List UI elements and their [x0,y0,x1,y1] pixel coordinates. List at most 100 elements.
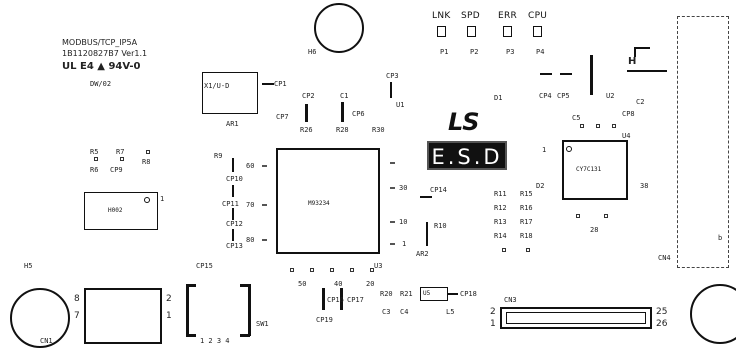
cn4-label: CN4 [658,254,671,262]
u4-pin-28: 28 [590,226,599,234]
oscillator [202,72,258,114]
cn1-connector [84,288,162,344]
cp15-label: CP15 [196,262,213,270]
cn3-pin-1: 1 [490,319,496,329]
r7-label: R7 [116,148,125,156]
c1-label: C1 [340,92,349,100]
pad [576,214,580,218]
sw-bracket-top-r [240,284,250,287]
cp9-label: CP9 [110,166,123,174]
ar2-label: AR2 [416,250,429,258]
h-marker-line-2 [634,47,650,49]
r-mark-2: R28 [336,126,349,134]
cn1-pin-8: 8 [74,294,80,304]
led-spd [467,26,476,37]
cp13-body [232,229,234,241]
led-lnk-label: LNK [432,11,451,21]
pad [310,268,314,272]
cn3-inner [506,312,646,324]
u8-ic-label: H002 [108,207,123,214]
pad [350,268,354,272]
pin-30: 30 [399,184,408,192]
main-ic [276,148,380,254]
cp18-label: CP18 [460,290,477,298]
u8-pin1-dot [144,197,150,203]
led-cpu-ref: P4 [536,48,545,56]
led-err-ref: P3 [506,48,515,56]
cp5-label: CP5 [557,92,570,100]
pin-tick [262,204,267,206]
cp6-label: CP6 [352,110,365,118]
pin-tick [262,239,267,241]
r11-label: R11 [494,190,507,198]
cp12-body [232,208,234,220]
model-line: MODBUS/TCP_IP5A [62,38,138,47]
sw-bracket-bot-r [240,334,250,337]
pin-1: 1 [402,240,407,248]
r10-label: R10 [434,222,447,230]
r9-body [232,158,234,172]
cn1-label: CN1 [40,337,53,345]
pad [580,124,584,128]
cp19-label: CP19 [316,316,333,324]
cp16-body [322,288,325,310]
pad [604,214,608,218]
cp4-label: CP4 [539,92,552,100]
d2-label: D2 [536,182,545,190]
u4-pin-1: 1 [542,146,547,154]
cn3-pin-26: 26 [656,319,668,329]
r9-label: R9 [214,152,223,160]
cn1-pin-7: 7 [74,311,80,321]
cn1-pin-2: 2 [166,294,172,304]
r14-label: R14 [494,232,507,240]
sw-bracket-right [248,284,251,336]
cp13-label: CP13 [226,242,243,250]
cn3-pin-2: 2 [490,307,496,317]
cp3-body [390,82,392,98]
r20-label: R20 [380,290,393,298]
r21-label: R21 [400,290,413,298]
pin-10: 10 [399,218,408,226]
cn3-label: CN3 [504,296,517,304]
r13-label: R13 [494,218,507,226]
cp1-label: CP1 [274,80,287,88]
pin-80: 80 [246,236,255,244]
h-marker-line [634,47,636,57]
pad [290,268,294,272]
pad [502,248,506,252]
cp10-label: CP10 [226,175,243,183]
c4-label: C4 [400,308,409,316]
r6-label: R6 [90,166,99,174]
cp3-label: CP3 [386,72,399,80]
u8-pin-1: 1 [160,195,165,203]
pin-40: 40 [334,280,343,288]
osc-label: X1/U-D [204,82,230,90]
r5-label: R5 [90,148,99,156]
r-mark: R26 [300,126,313,134]
cp5-body [560,73,572,75]
ar1-label: AR1 [226,120,239,128]
led-lnk [437,26,446,37]
pad [146,150,150,154]
cp17-label: CP17 [347,296,364,304]
pin-70: 70 [246,201,255,209]
sw-pins: 1 2 3 4 [200,337,230,345]
c2-label: C2 [636,98,645,106]
pad [120,157,124,161]
d1-label: D1 [494,94,503,102]
led-err-label: ERR [498,11,518,21]
cp2-body [305,104,308,122]
r18-label: R18 [520,232,533,240]
h-marker-line-3 [627,70,667,72]
led-spd-label: SPD [461,11,480,21]
r12-label: R12 [494,204,507,212]
hole-top-label: H6 [308,48,317,56]
pin-60: 60 [246,162,255,170]
c5-label: C5 [572,114,581,122]
l5-lead [448,293,458,295]
pin-tick [390,243,395,245]
u2-label: U2 [606,92,615,100]
pin-tick [262,165,267,167]
dual-port-ram-label: CY7C131 [576,166,602,173]
